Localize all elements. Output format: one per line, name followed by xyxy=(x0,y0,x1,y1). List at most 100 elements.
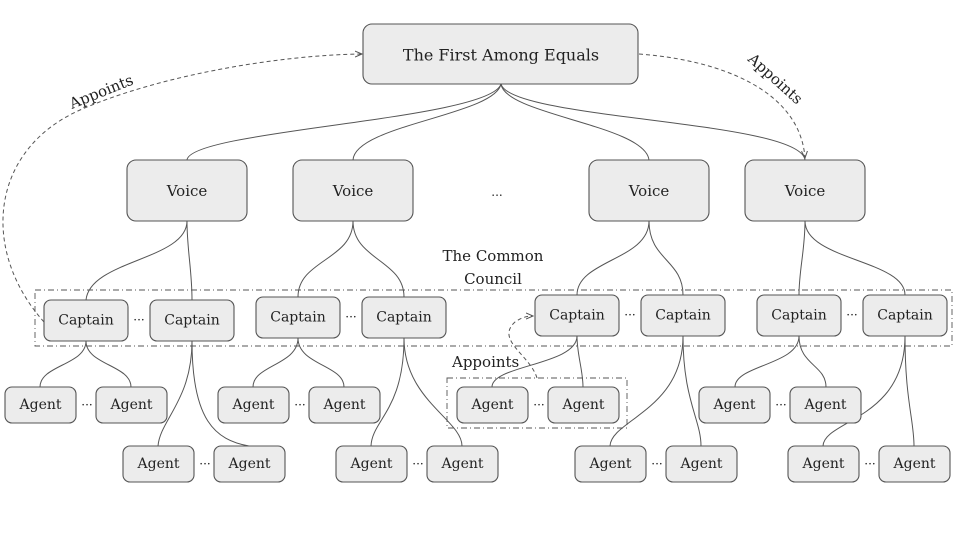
edge xyxy=(682,335,702,447)
agent-node[interactable]: Agent xyxy=(547,386,620,424)
agent-node-label: Agent xyxy=(19,397,62,413)
edge-root-voice-1 xyxy=(186,83,502,161)
captain-node-label: Captain xyxy=(376,310,432,326)
voice-node-label: Voice xyxy=(332,182,374,200)
agent-node-label: Agent xyxy=(802,456,845,472)
edge xyxy=(403,337,463,447)
ellipsis: ··· xyxy=(846,308,857,322)
appoints-label-left: Appoints xyxy=(66,71,136,113)
edge xyxy=(85,340,132,388)
captain-node[interactable]: Captain xyxy=(43,299,129,342)
ellipsis: ··· xyxy=(775,398,786,412)
voice-node-1[interactable]: Voice xyxy=(126,159,248,222)
agent-node[interactable]: Agent xyxy=(878,445,951,483)
edge-root-voice-3 xyxy=(500,83,650,161)
ellipsis: ··· xyxy=(294,398,305,412)
captain-node-label: Captain xyxy=(549,308,605,324)
captain-node-label: Captain xyxy=(771,308,827,324)
root-edges xyxy=(186,83,806,161)
agent-node-label: Agent xyxy=(323,397,366,413)
edge xyxy=(157,340,193,447)
captain-edges xyxy=(39,335,915,447)
edge xyxy=(352,220,405,298)
agent-node[interactable]: Agent xyxy=(217,386,290,424)
agent-node-label: Agent xyxy=(680,456,723,472)
edge xyxy=(648,220,684,296)
voice-node-label: Voice xyxy=(784,182,826,200)
edge xyxy=(734,335,800,388)
captain-node[interactable]: Captain xyxy=(255,296,341,339)
edge xyxy=(85,220,188,301)
captain-node[interactable]: Captain xyxy=(149,299,235,342)
edge xyxy=(491,335,578,388)
ellipsis: ··· xyxy=(864,457,875,471)
edge-root-voice-4 xyxy=(500,83,806,161)
appoints-arrow-right xyxy=(638,53,805,158)
captain-node-label: Captain xyxy=(877,308,933,324)
voice-node-3[interactable]: Voice xyxy=(588,159,710,222)
agent-node[interactable]: Agent xyxy=(789,386,862,424)
captain-node[interactable]: Captain xyxy=(640,294,726,337)
captain-node-label: Captain xyxy=(655,308,711,324)
ellipsis: ··· xyxy=(199,457,210,471)
voice-node-2[interactable]: Voice xyxy=(292,159,414,222)
voice-node-label: Voice xyxy=(628,182,670,200)
edge xyxy=(822,335,906,447)
edge xyxy=(39,340,87,388)
agent-node-label: Agent xyxy=(893,456,936,472)
common-council-group xyxy=(34,289,953,347)
agent-node[interactable]: Agent xyxy=(456,386,529,424)
captain-node[interactable]: Captain xyxy=(756,294,842,337)
agent-node-label: Agent xyxy=(804,397,847,413)
root-node-label: The First Among Equals xyxy=(403,46,599,65)
appointed-agents-group xyxy=(446,377,628,429)
agent-node[interactable]: Agent xyxy=(665,445,738,483)
ellipsis: ··· xyxy=(412,457,423,471)
root-node[interactable]: The First Among Equals xyxy=(362,23,639,85)
agent-node[interactable]: Agent xyxy=(787,445,860,483)
agent-node[interactable]: Agent xyxy=(122,445,195,483)
voice-node-4[interactable]: Voice xyxy=(744,159,866,222)
appoints-arrow-agents xyxy=(508,316,538,379)
agent-node-label: Agent xyxy=(110,397,153,413)
agent-node-label: Agent xyxy=(562,397,605,413)
ellipsis: ··· xyxy=(81,398,92,412)
agent-node[interactable]: Agent xyxy=(4,386,77,424)
ellipsis: ··· xyxy=(133,313,144,327)
edge xyxy=(297,220,354,298)
agent-node[interactable]: Agent xyxy=(308,386,381,424)
agent-node[interactable]: Agent xyxy=(213,445,286,483)
edge xyxy=(252,337,299,388)
ellipsis: ··· xyxy=(624,308,635,322)
agent-node-label: Agent xyxy=(350,456,393,472)
agent-node[interactable]: Agent xyxy=(426,445,499,483)
appoints-label-agents: Appoints xyxy=(451,353,519,371)
edge xyxy=(576,335,584,388)
voice-node-label: Voice xyxy=(166,182,208,200)
edge xyxy=(186,220,193,301)
edge xyxy=(370,337,405,447)
agent-node[interactable]: Agent xyxy=(574,445,647,483)
edge xyxy=(798,220,806,296)
edge xyxy=(804,220,906,296)
captain-node[interactable]: Captain xyxy=(361,296,447,339)
ellipsis: ··· xyxy=(533,398,544,412)
captain-node-label: Captain xyxy=(270,310,326,326)
agent-node[interactable]: Agent xyxy=(335,445,408,483)
edge xyxy=(191,340,250,447)
agent-node[interactable]: Agent xyxy=(698,386,771,424)
voice-edges xyxy=(85,220,906,301)
edge xyxy=(904,335,915,447)
captain-node[interactable]: Captain xyxy=(534,294,620,337)
edge xyxy=(609,335,684,447)
agent-node-label: Agent xyxy=(441,456,484,472)
edge xyxy=(297,337,345,388)
agent-node-label: Agent xyxy=(137,456,180,472)
agent-node-label: Agent xyxy=(232,397,275,413)
ellipsis: ··· xyxy=(345,310,356,324)
edge-root-voice-2 xyxy=(352,83,502,161)
agent-node[interactable]: Agent xyxy=(95,386,168,424)
common-council-label-line2: Council xyxy=(464,270,522,288)
captain-node[interactable]: Captain xyxy=(862,294,948,337)
